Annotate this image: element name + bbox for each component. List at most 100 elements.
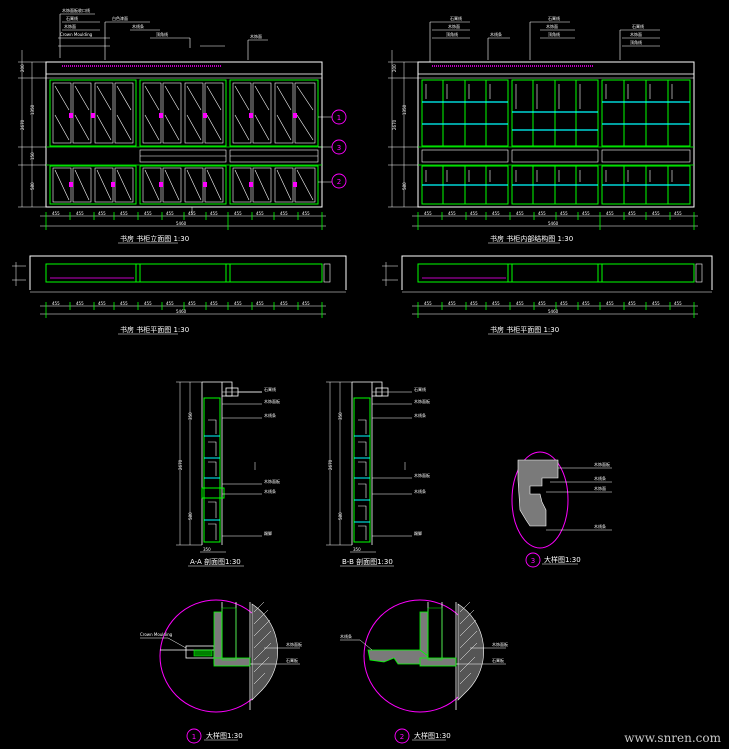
svg-text:455: 455 — [448, 301, 456, 306]
svg-text:2670: 2670 — [178, 459, 183, 470]
svg-text:木饰面板: 木饰面板 — [492, 641, 508, 647]
svg-text:455: 455 — [166, 301, 174, 306]
detail-2-callout-circle — [394, 728, 410, 744]
svg-text:石膏线: 石膏线 — [548, 15, 560, 21]
svg-text:150: 150 — [30, 152, 35, 160]
svg-text:200: 200 — [392, 64, 397, 72]
svg-text:455: 455 — [234, 301, 242, 306]
svg-text:石膏线: 石膏线 — [66, 15, 78, 21]
svg-text:455: 455 — [516, 211, 524, 216]
title-inner-structure: 书房 书柜内部结构图 1:30 — [490, 234, 573, 243]
svg-text:455: 455 — [674, 211, 682, 216]
detail-3-callout-circle — [525, 552, 541, 568]
callout-3-circle — [331, 139, 347, 155]
svg-text:木线条: 木线条 — [132, 23, 144, 29]
svg-text:木饰面板: 木饰面板 — [414, 398, 430, 404]
svg-text:木饰面板收口线: 木饰面板收口线 — [62, 7, 90, 13]
svg-text:455: 455 — [606, 301, 614, 306]
svg-text:455: 455 — [256, 211, 264, 216]
svg-text:455: 455 — [448, 211, 456, 216]
title-section-a: A-A 剖面图1:30 — [190, 557, 241, 566]
svg-text:455: 455 — [234, 211, 242, 216]
svg-text:455: 455 — [582, 301, 590, 306]
svg-text:455: 455 — [210, 211, 218, 216]
title-detail-3: 大样图1:30 — [544, 555, 581, 564]
svg-text:白色漆面: 白色漆面 — [112, 15, 128, 21]
front-elevation: 木饰面板收口线 石膏线 木饰面 Crown Moulding 白色漆面 木线条 … — [18, 7, 347, 244]
svg-text:455: 455 — [98, 301, 106, 306]
svg-text:木线条: 木线条 — [490, 31, 502, 37]
svg-text:455: 455 — [76, 301, 84, 306]
svg-text:1350: 1350 — [30, 104, 35, 115]
svg-text:2670: 2670 — [328, 459, 333, 470]
svg-text:木饰面: 木饰面 — [630, 31, 642, 37]
detail-3-callout-text: 3 — [531, 557, 535, 565]
svg-text:5460: 5460 — [176, 221, 187, 226]
callout-1-circle — [331, 109, 347, 125]
svg-text:350: 350 — [188, 412, 193, 420]
svg-text:木线条: 木线条 — [340, 633, 352, 639]
callout-2-circle — [331, 173, 347, 189]
svg-text:455: 455 — [120, 211, 128, 216]
svg-text:455: 455 — [538, 211, 546, 216]
svg-text:455: 455 — [470, 301, 478, 306]
svg-text:木线条: 木线条 — [264, 412, 276, 418]
svg-text:455: 455 — [144, 211, 152, 216]
svg-text:455: 455 — [52, 301, 60, 306]
svg-text:455: 455 — [280, 301, 288, 306]
svg-text:455: 455 — [424, 301, 432, 306]
svg-text:350: 350 — [203, 547, 211, 552]
svg-text:455: 455 — [516, 301, 524, 306]
svg-text:2670: 2670 — [392, 119, 397, 130]
svg-text:455: 455 — [538, 301, 546, 306]
svg-text:455: 455 — [120, 301, 128, 306]
svg-text:木饰面: 木饰面 — [64, 23, 76, 29]
svg-text:踢脚: 踢脚 — [414, 530, 422, 536]
svg-text:455: 455 — [652, 211, 660, 216]
svg-text:石膏线: 石膏线 — [414, 386, 426, 392]
svg-text:455: 455 — [606, 211, 614, 216]
svg-text:455: 455 — [628, 301, 636, 306]
svg-text:350: 350 — [338, 412, 343, 420]
svg-text:455: 455 — [280, 211, 288, 216]
svg-text:455: 455 — [560, 301, 568, 306]
svg-text:木饰面: 木饰面 — [546, 23, 558, 29]
svg-text:5460: 5460 — [176, 309, 187, 314]
svg-text:木线条: 木线条 — [414, 488, 426, 494]
svg-text:455: 455 — [560, 211, 568, 216]
detail-1-callout-text: 1 — [192, 733, 196, 741]
svg-text:顶角线: 顶角线 — [156, 31, 168, 37]
svg-text:木饰面板: 木饰面板 — [286, 641, 302, 647]
callout-2-text: 2 — [337, 178, 341, 186]
svg-text:木饰面: 木饰面 — [250, 33, 262, 39]
svg-text:455: 455 — [302, 211, 310, 216]
svg-text:580: 580 — [338, 512, 343, 520]
svg-text:木饰面板: 木饰面板 — [264, 398, 280, 404]
title-detail-1: 大样图1:30 — [206, 731, 243, 740]
svg-text:5460: 5460 — [548, 221, 559, 226]
svg-text:石膏板: 石膏板 — [492, 657, 504, 663]
svg-text:455: 455 — [492, 211, 500, 216]
callout-1-text: 1 — [337, 114, 341, 122]
svg-text:455: 455 — [470, 211, 478, 216]
svg-text:Crown Moulding: Crown Moulding — [140, 632, 173, 637]
svg-text:顶角线: 顶角线 — [630, 39, 642, 45]
svg-text:踢脚: 踢脚 — [264, 530, 272, 536]
svg-text:580: 580 — [402, 182, 407, 190]
svg-text:木线条: 木线条 — [594, 475, 606, 481]
svg-text:455: 455 — [210, 301, 218, 306]
svg-text:石膏线: 石膏线 — [264, 386, 276, 392]
svg-text:1350: 1350 — [402, 104, 407, 115]
svg-text:580: 580 — [188, 512, 193, 520]
svg-text:木线条: 木线条 — [414, 412, 426, 418]
svg-text:木线条: 木线条 — [264, 488, 276, 494]
